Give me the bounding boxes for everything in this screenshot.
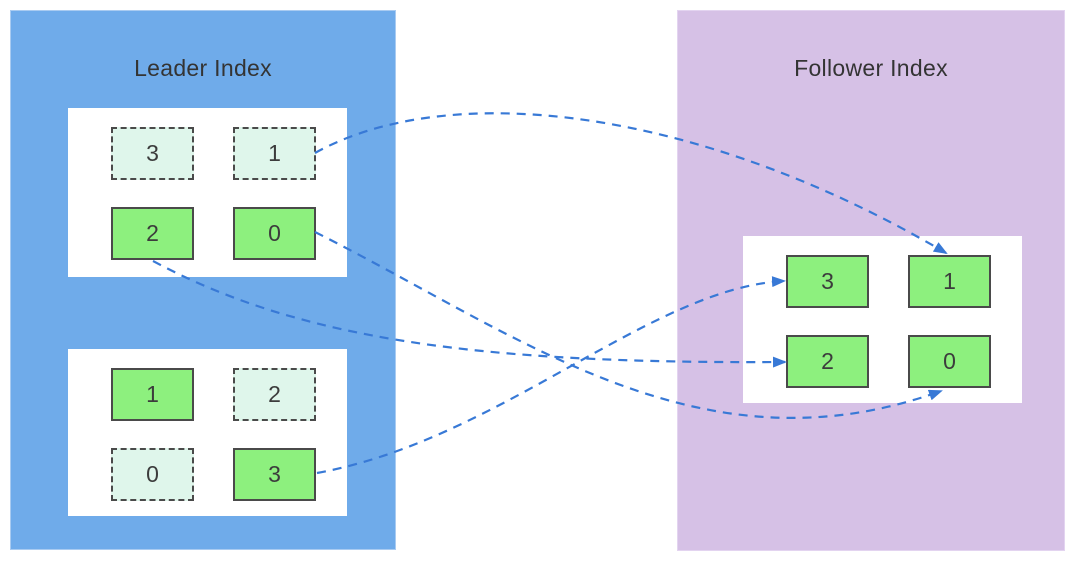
leader-index-title: Leader Index xyxy=(134,55,272,81)
leader-top-shard-1: 1 xyxy=(233,127,316,180)
follower-shard-3: 3 xyxy=(786,255,869,308)
leader-shard-group-top: 3 1 2 0 xyxy=(68,108,347,277)
leader-bottom-shard-1: 1 xyxy=(111,368,194,421)
leader-top-shard-2: 2 xyxy=(111,207,194,260)
follower-index-title: Follower Index xyxy=(794,55,948,81)
leader-shard-group-bottom: 1 2 0 3 xyxy=(68,349,347,516)
follower-shard-group: 3 1 2 0 xyxy=(743,236,1022,403)
follower-shard-2: 2 xyxy=(786,335,869,388)
leader-top-shard-0: 0 xyxy=(233,207,316,260)
follower-shard-1: 1 xyxy=(908,255,991,308)
follower-shard-0: 0 xyxy=(908,335,991,388)
leader-bottom-shard-3: 3 xyxy=(233,448,316,501)
leader-bottom-shard-0: 0 xyxy=(111,448,194,501)
leader-top-shard-3: 3 xyxy=(111,127,194,180)
leader-bottom-shard-2: 2 xyxy=(233,368,316,421)
